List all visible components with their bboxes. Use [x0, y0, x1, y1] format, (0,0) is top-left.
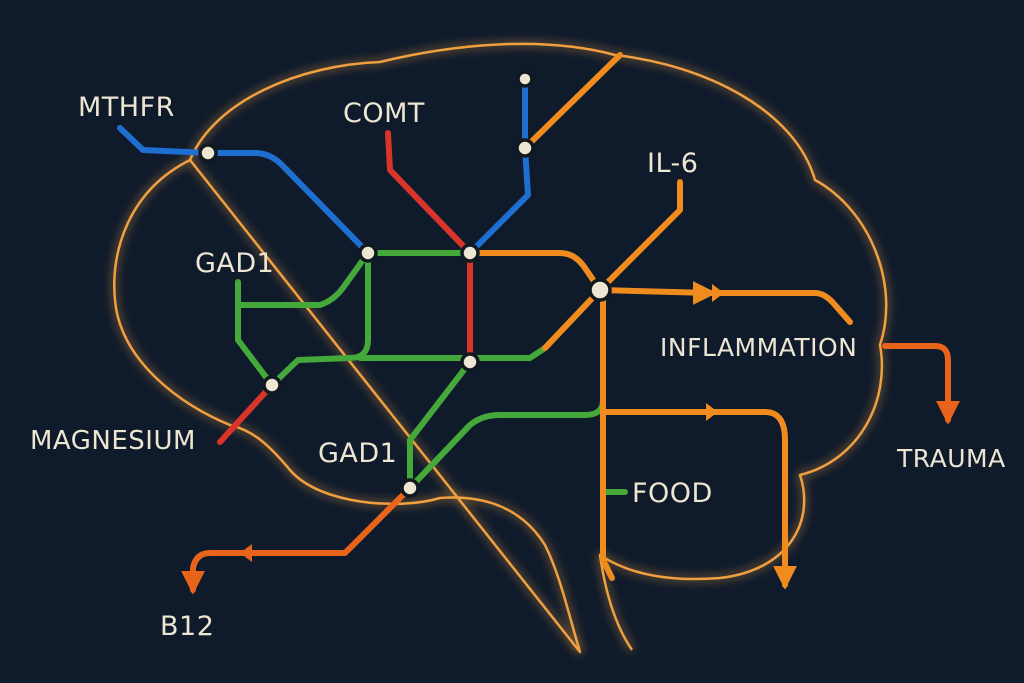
node-il6-junction [588, 278, 612, 302]
red-line [385, 130, 473, 365]
orange-line-down [600, 287, 615, 581]
node-mthfr [198, 143, 218, 163]
orange-line-top [522, 52, 623, 151]
green-line-lower [407, 359, 606, 491]
arrow-inflammation [712, 284, 724, 302]
node-magnesium [262, 375, 282, 395]
node-gad1-junction [358, 243, 378, 263]
label-comt: COMT [343, 98, 425, 129]
blue-line-upper [467, 77, 531, 256]
label-food: FOOD [632, 478, 713, 509]
label-inflammation: INFLAMMATION [660, 333, 858, 362]
orange-line-comt [467, 250, 603, 293]
blue-line [117, 125, 371, 256]
orange-line-food-branch [600, 409, 797, 590]
node-center [460, 352, 480, 372]
label-magnesium: MAGNESIUM [30, 426, 196, 456]
node-upper-junction [515, 138, 535, 158]
label-gad1-bottom: GAD1 [318, 438, 398, 469]
node-top-endpoint [516, 70, 534, 88]
arrow-food-branch [706, 403, 718, 421]
green-line-gad1 [235, 302, 275, 388]
node-gad1-lower [400, 478, 420, 498]
label-b12: B12 [160, 611, 215, 642]
orange-line-trauma [882, 343, 960, 425]
orange-line-inflammation [597, 287, 853, 325]
brain-outline [113, 42, 888, 654]
arrow-b12 [240, 544, 252, 562]
green-line-middle [357, 345, 548, 361]
label-mthfr: MTHFR [78, 92, 175, 123]
orange-line-b12 [181, 485, 413, 595]
label-il6: IL-6 [647, 148, 699, 179]
label-trauma: TRAUMA [897, 444, 1006, 473]
orange-line-il6 [542, 179, 683, 351]
node-comt-junction [460, 243, 480, 263]
label-gad1-top: GAD1 [195, 248, 275, 279]
red-line-magnesium [217, 382, 275, 445]
